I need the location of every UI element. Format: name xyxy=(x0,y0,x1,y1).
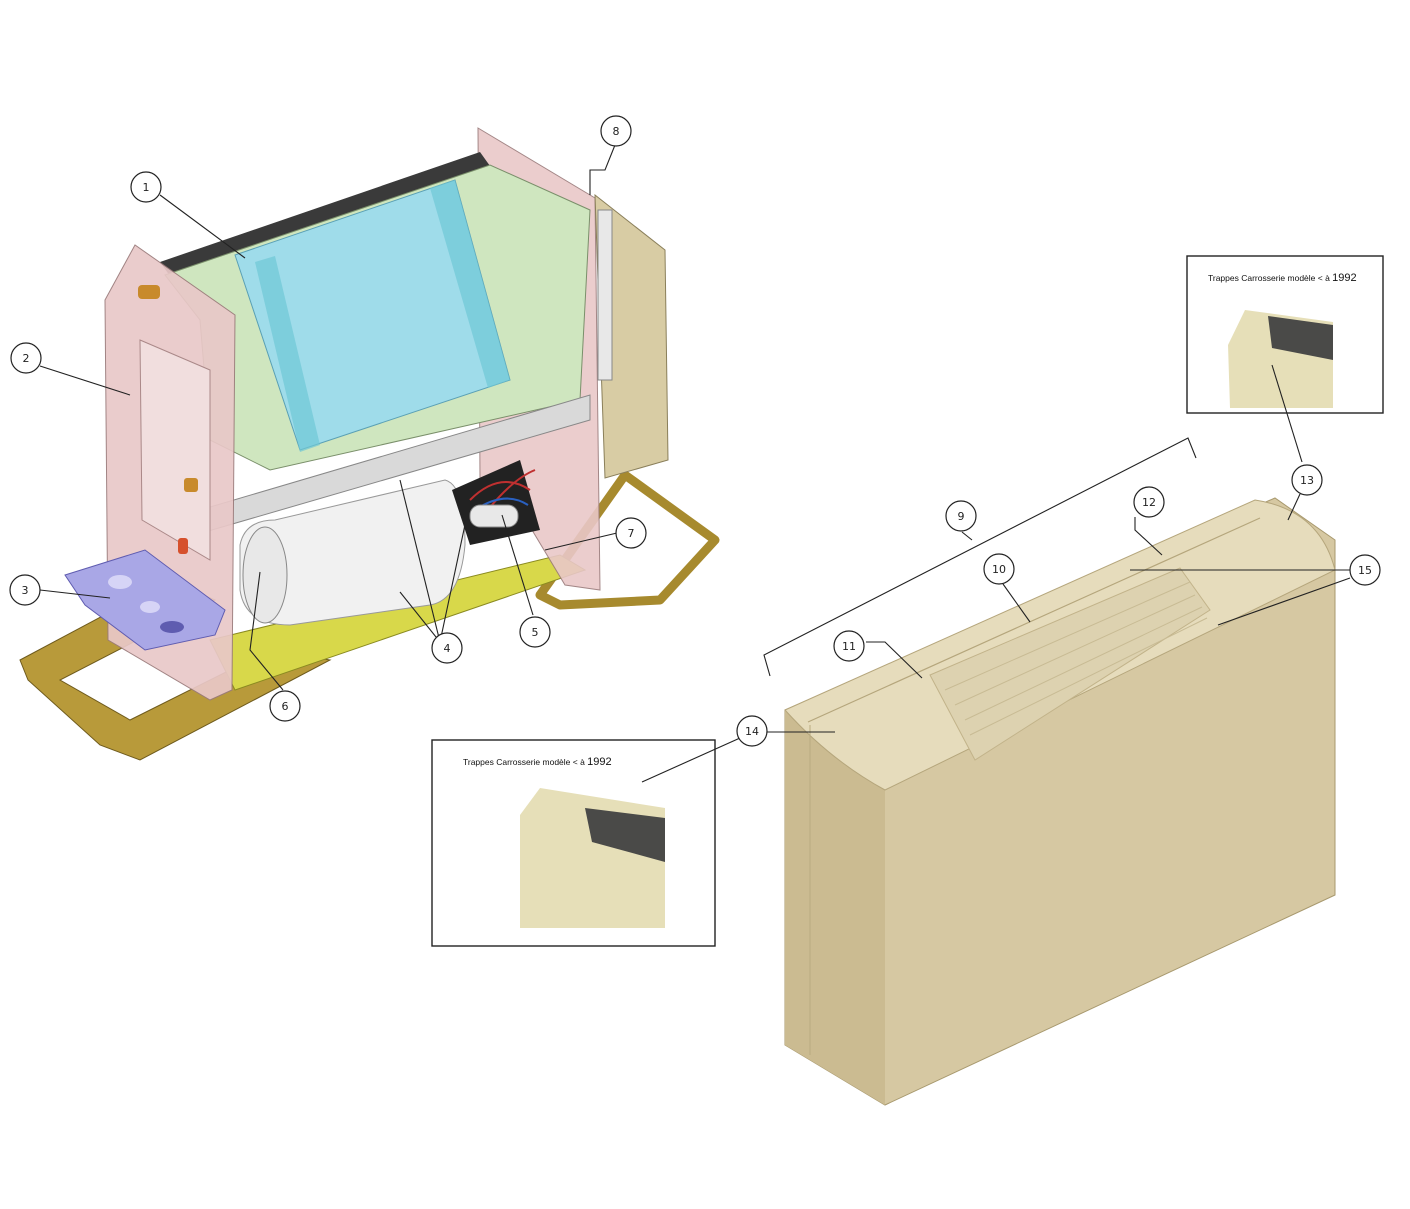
inset-top: Trappes Carrosserie modèle < à 1992 xyxy=(1186,255,1384,414)
leader-12 xyxy=(1134,517,1163,556)
cabinet xyxy=(784,497,1336,1106)
leader-1 xyxy=(159,194,246,259)
callout-1: 1 xyxy=(130,171,162,203)
leader-14-inset xyxy=(641,737,741,783)
callout-4: 4 xyxy=(431,632,463,664)
leader-7 xyxy=(544,532,618,551)
cabinet-seam xyxy=(807,517,1261,723)
inset-bottom-caption: Trappes Carrosserie modèle < à 1992 xyxy=(463,756,612,768)
leader-13 xyxy=(1287,493,1301,521)
svg-text:13: 13 xyxy=(1300,474,1314,487)
svg-text:6: 6 xyxy=(282,700,289,713)
bracket-hole-3 xyxy=(160,621,184,633)
svg-text:3: 3 xyxy=(22,584,29,597)
leader-2 xyxy=(39,365,131,396)
grille-lines xyxy=(944,581,1208,736)
callout-15: 15 xyxy=(1349,554,1381,586)
leader-5 xyxy=(501,514,534,616)
leader-4c xyxy=(439,519,467,643)
blower-wheel xyxy=(242,526,288,624)
leader-15b xyxy=(1217,577,1351,626)
svg-text:12: 12 xyxy=(1142,496,1156,509)
coil-top-edge xyxy=(160,152,490,276)
callout-9: 9 xyxy=(945,500,977,532)
svg-text:11: 11 xyxy=(842,640,856,653)
mounting-bracket xyxy=(64,549,226,651)
inset-top-grille xyxy=(1268,316,1333,360)
callout-3: 3 xyxy=(9,574,41,606)
svg-text:14: 14 xyxy=(745,725,759,738)
svg-text:10: 10 xyxy=(992,563,1006,576)
svg-text:9: 9 xyxy=(958,510,965,523)
cabinet-grille xyxy=(929,567,1211,761)
inset-top-caption: Trappes Carrosserie modèle < à 1992 xyxy=(1208,272,1357,284)
internal-assembly xyxy=(19,127,720,761)
callout-6: 6 xyxy=(269,690,301,722)
svg-text:15: 15 xyxy=(1358,564,1372,577)
callout-2: 2 xyxy=(10,342,42,374)
valve-left xyxy=(138,285,160,299)
svg-text:5: 5 xyxy=(532,626,539,639)
callout-7: 7 xyxy=(615,517,647,549)
leader-8 xyxy=(589,144,616,195)
callout-14: 14 xyxy=(736,715,768,747)
capacitor xyxy=(469,504,519,528)
electrical-box xyxy=(594,193,669,479)
callout-10: 10 xyxy=(983,553,1015,585)
callouts: 1 2 3 4 5 6 7 8 9 10 11 12 13 14 15 xyxy=(9,115,1381,747)
coil-fin-stripe-right xyxy=(430,180,510,388)
bracket-hole-2 xyxy=(140,601,160,613)
callout-5: 5 xyxy=(519,616,551,648)
left-panel-inner xyxy=(139,339,211,561)
inset-bottom-grille xyxy=(585,808,665,862)
leader-10 xyxy=(1002,583,1031,623)
base-frame-right xyxy=(535,470,720,610)
valve-left-3 xyxy=(178,538,188,554)
leader-11 xyxy=(866,641,923,679)
svg-text:7: 7 xyxy=(628,527,635,540)
valve-left-2 xyxy=(184,478,198,492)
callout-8: 8 xyxy=(600,115,632,147)
svg-text:4: 4 xyxy=(444,642,451,655)
leader-9 xyxy=(961,531,973,541)
svg-text:1: 1 xyxy=(143,181,150,194)
callout-12: 12 xyxy=(1133,486,1165,518)
inset-bottom: Trappes Carrosserie modèle < à 1992 xyxy=(431,739,716,947)
leader-4b xyxy=(399,591,441,643)
dimension-bracket xyxy=(763,437,1197,677)
bracket-hole-1 xyxy=(108,575,132,589)
electrical-box-rail xyxy=(597,209,613,381)
callout-13: 13 xyxy=(1291,464,1323,496)
coil-fin-stripe-left xyxy=(255,256,320,452)
leader-lines xyxy=(39,144,1351,783)
svg-text:8: 8 xyxy=(613,125,620,138)
leader-4a xyxy=(399,479,441,643)
leader-13-inset xyxy=(1271,364,1303,463)
leader-6 xyxy=(249,571,284,691)
svg-text:2: 2 xyxy=(23,352,30,365)
leader-3 xyxy=(39,589,111,599)
callout-11: 11 xyxy=(833,630,865,662)
